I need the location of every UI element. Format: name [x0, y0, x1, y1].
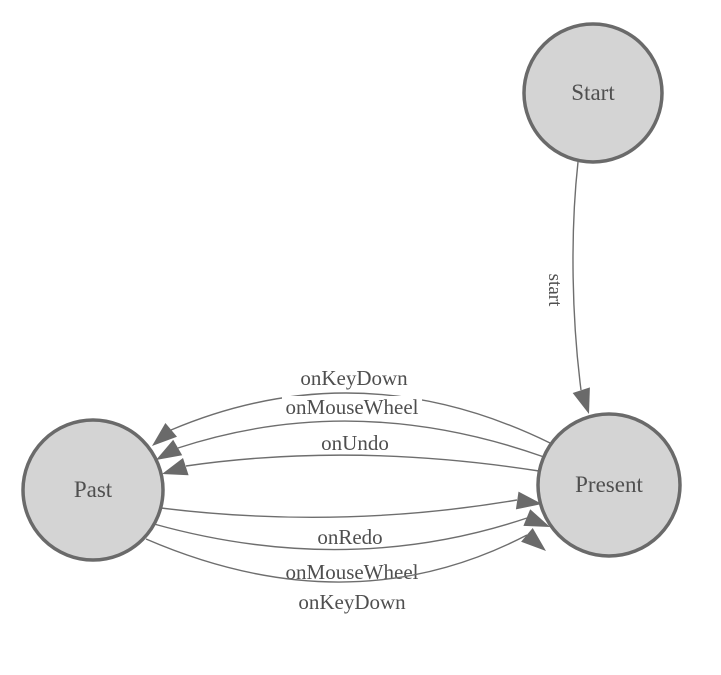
- edge-label-onmousewheel-top: onMouseWheel: [286, 395, 419, 419]
- state-node-present[interactable]: Present: [536, 412, 682, 558]
- edge-label-onredo: onRedo: [317, 525, 382, 549]
- start-node-circle[interactable]: [522, 22, 664, 164]
- arrowhead-onkeydown-to-present: [521, 528, 546, 551]
- transition-start: start: [544, 161, 590, 414]
- edge-past-to-present-onkeydown[interactable]: [145, 534, 528, 583]
- edge-label-onundo: onUndo: [321, 431, 389, 455]
- state-node-past[interactable]: Past: [21, 418, 165, 562]
- past-node-circle[interactable]: [21, 418, 165, 562]
- arrowhead-onundo-to-past: [162, 458, 189, 476]
- transition-onmousewheel-to-past: onMouseWheel: [156, 395, 545, 460]
- edge-label-bg: [314, 526, 386, 548]
- transition-onmousewheel-to-present: onMouseWheel: [153, 509, 550, 584]
- edge-label-bg: [290, 367, 418, 389]
- edge-label-bg: [282, 396, 422, 418]
- edge-label-onkeydown-bottom: onKeyDown: [298, 590, 406, 614]
- edge-past-to-present-onmousewheel[interactable]: [153, 517, 528, 551]
- arrowhead-onredo-to-present: [515, 491, 542, 510]
- edge-start-to-present[interactable]: [572, 161, 582, 391]
- transition-onkeydown-to-present: onKeyDown: [145, 528, 546, 614]
- arrowhead-onmousewheel-to-past: [156, 439, 183, 460]
- edge-label-bg: [320, 432, 390, 454]
- arrowhead-onkeydown-to-past: [152, 423, 177, 446]
- present-node-circle[interactable]: [536, 412, 682, 558]
- edge-label-bg: [288, 591, 416, 613]
- edge-label-bg: [282, 561, 422, 583]
- edge-label-start: start: [544, 274, 565, 307]
- edge-present-to-past-onundo[interactable]: [185, 454, 540, 472]
- edge-label-onkeydown-top: onKeyDown: [300, 366, 408, 390]
- transition-onkeydown-to-past: onKeyDown: [152, 366, 551, 446]
- present-node-label: Present: [575, 472, 643, 497]
- start-node-label: Start: [571, 80, 615, 105]
- transition-onredo-to-present: onRedo: [160, 491, 542, 549]
- edge-present-to-past-onmousewheel[interactable]: [177, 420, 545, 458]
- edge-present-to-past-onkeydown[interactable]: [170, 392, 551, 444]
- arrowhead-onmousewheel-to-present: [523, 509, 550, 527]
- transition-onundo-to-past: onUndo: [162, 431, 540, 476]
- past-node-label: Past: [74, 477, 113, 502]
- state-node-start[interactable]: Start: [522, 22, 664, 164]
- edge-label-onmousewheel-bottom: onMouseWheel: [286, 560, 419, 584]
- edge-past-to-present-onredo[interactable]: [160, 499, 518, 519]
- arrowhead-start-to-present: [572, 387, 590, 414]
